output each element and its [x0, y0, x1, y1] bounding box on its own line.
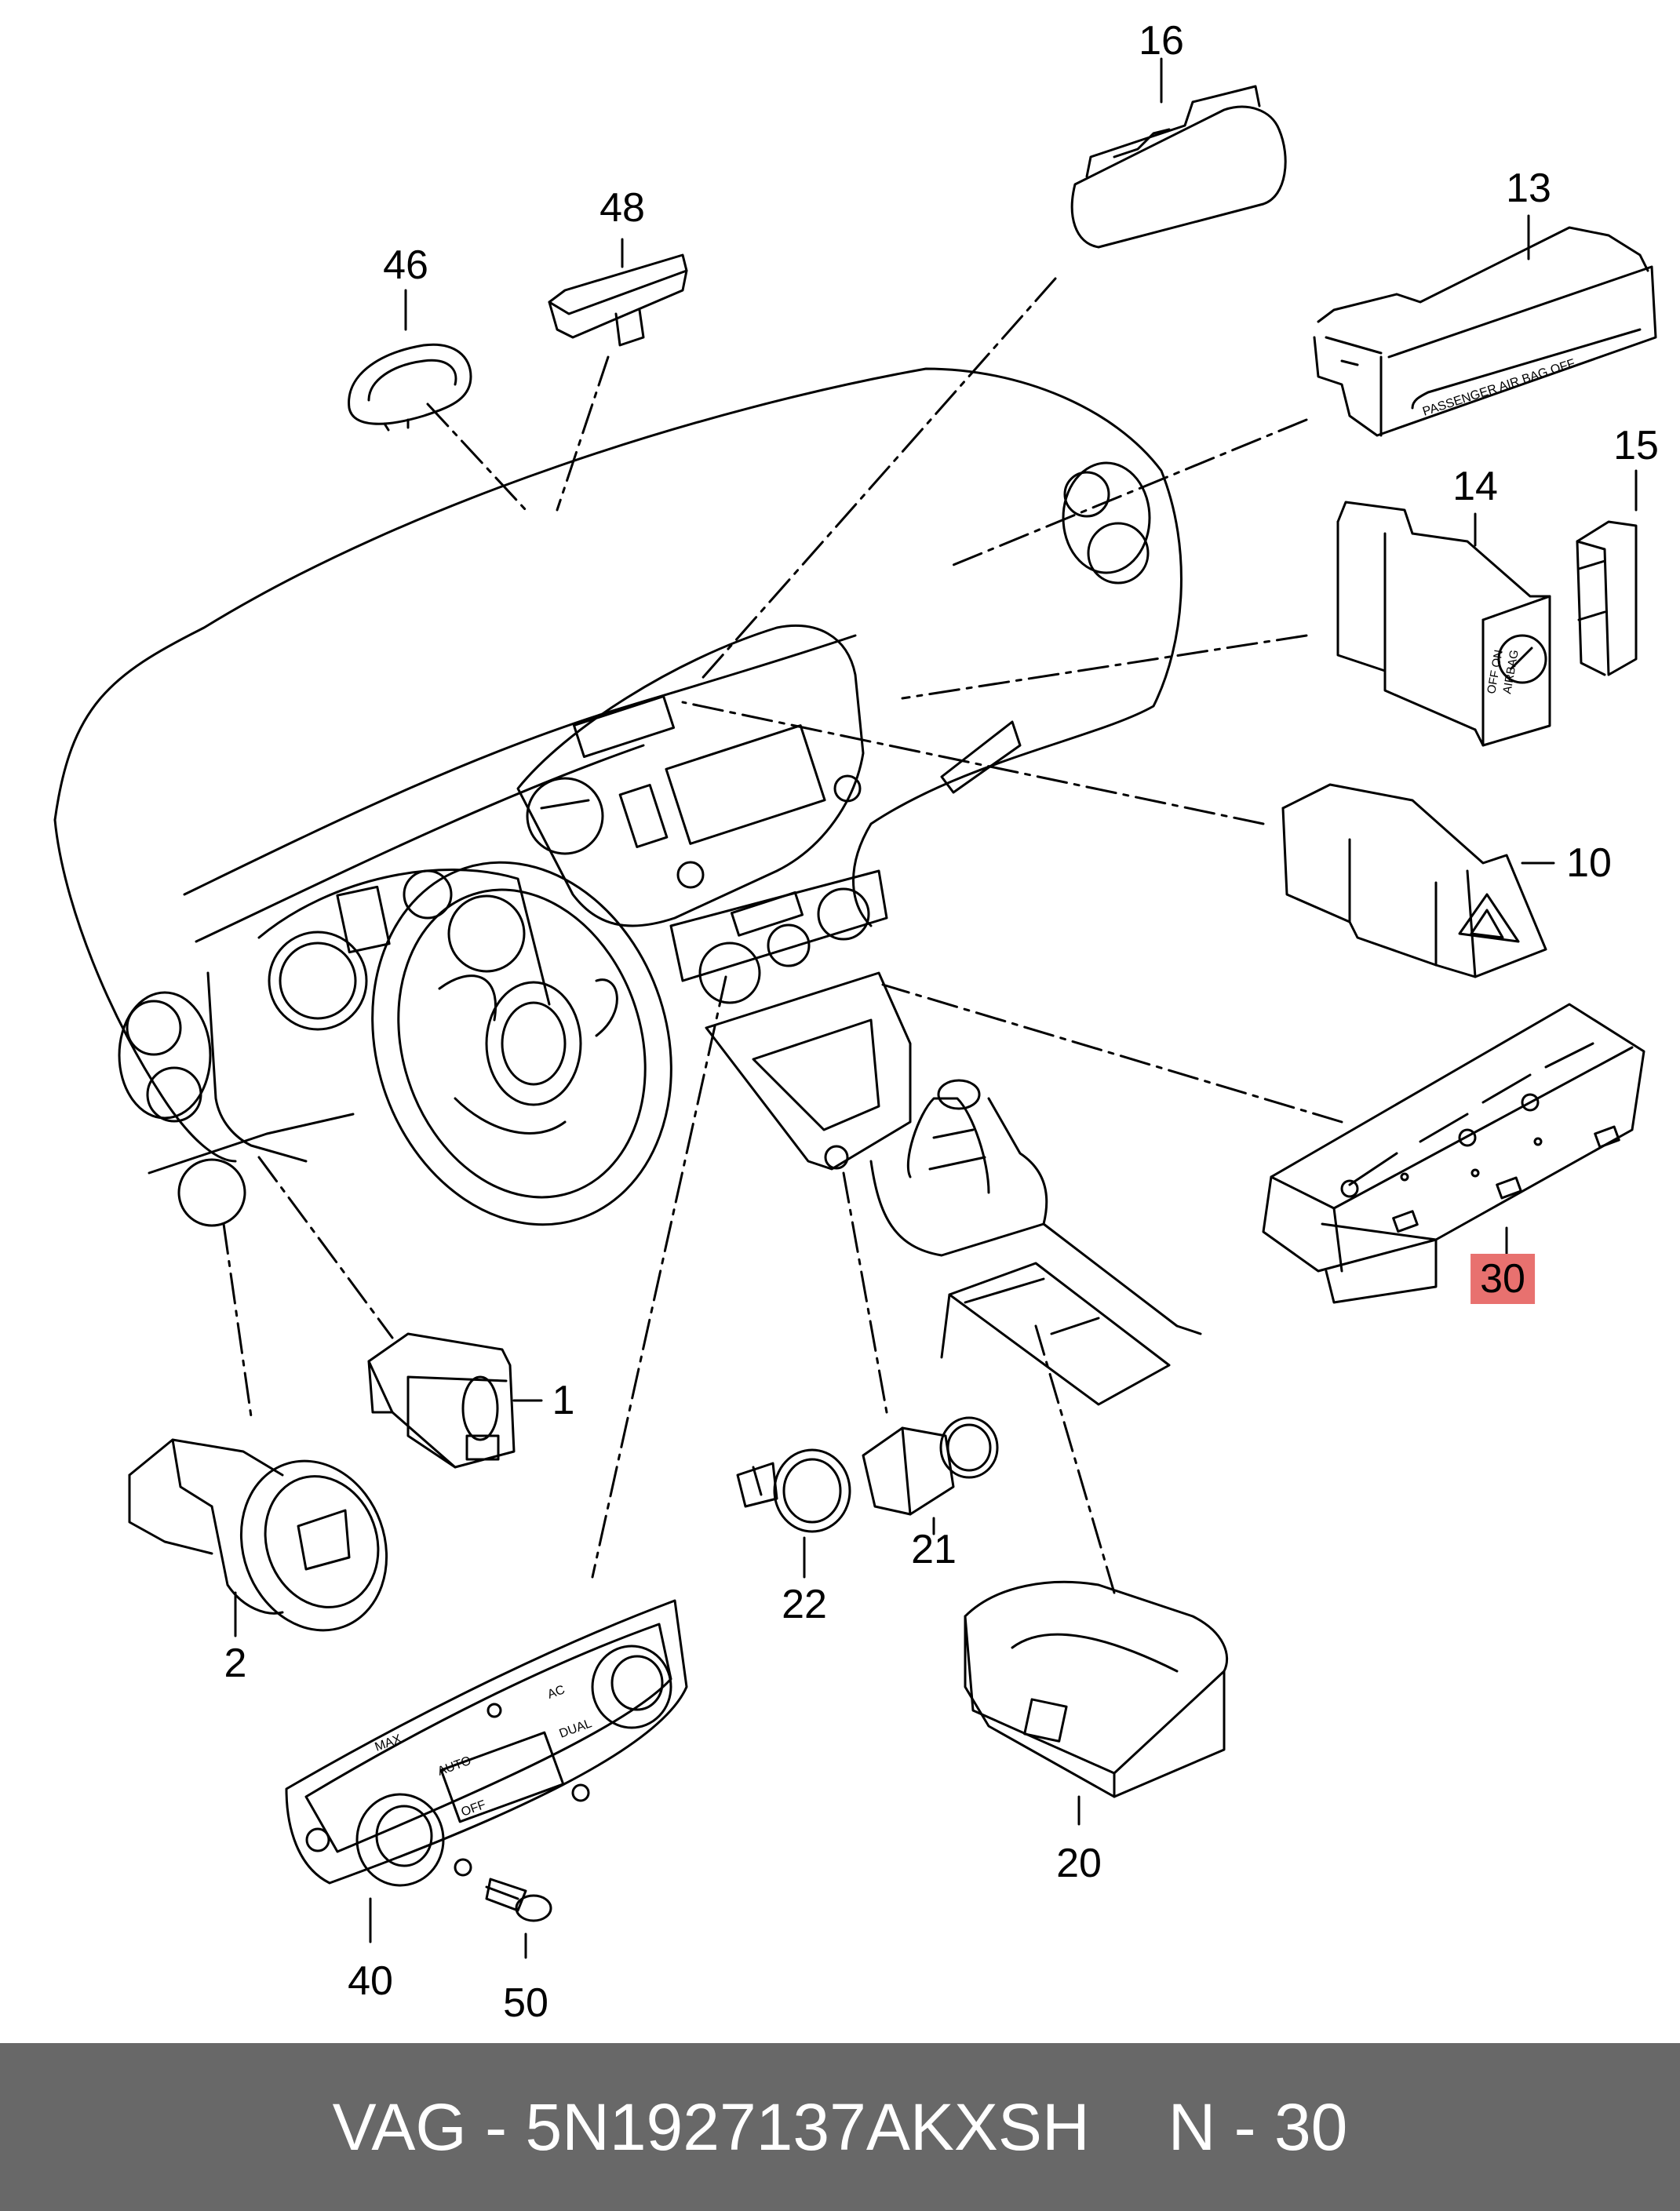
footer-part-number: 5N1927137AKXSH	[525, 2089, 1090, 2164]
footer-brand: VAG	[332, 2089, 467, 2164]
callout-16: 16	[1139, 18, 1184, 64]
part-48	[548, 253, 688, 347]
part-1	[367, 1332, 516, 1469]
part-10	[1281, 783, 1547, 978]
callout-30: 30	[1470, 1254, 1535, 1304]
part-14	[1336, 501, 1551, 747]
callout-ticks	[234, 57, 1638, 1959]
callout-15: 15	[1613, 423, 1659, 468]
climate-text-auto: AUTO	[436, 1754, 473, 1779]
part-2	[128, 1438, 388, 1632]
part-20	[964, 1580, 1229, 1798]
callout-13: 13	[1506, 166, 1551, 211]
dashboard-outline	[53, 367, 1202, 1406]
part-16	[1070, 85, 1287, 249]
climate-text-ac: AC	[546, 1683, 567, 1702]
callout-40: 40	[348, 1958, 393, 2004]
callout-1: 1	[552, 1378, 575, 1423]
footer-separator: -	[485, 2089, 508, 2164]
callout-21: 21	[911, 1527, 957, 1572]
footer-ref-separator: -	[1234, 2089, 1256, 2164]
callout-22: 22	[782, 1582, 827, 1627]
part-15	[1576, 520, 1638, 676]
footer-ref-prefix: N	[1168, 2089, 1216, 2164]
callout-10: 10	[1566, 840, 1612, 886]
callout-48: 48	[599, 185, 645, 231]
callout-46: 46	[383, 242, 428, 288]
diagram-drawing: PASSENGER AIR BAG OFF OFF ON AIRBAG	[53, 57, 1657, 1959]
part-22	[736, 1448, 851, 1533]
part-30	[1262, 1003, 1645, 1304]
part-13	[1313, 226, 1657, 437]
part-40	[285, 1599, 688, 1887]
part-21	[862, 1416, 999, 1516]
leader-lines	[222, 277, 1343, 1594]
footer-ref-number: 30	[1274, 2089, 1348, 2164]
part-46	[348, 343, 472, 432]
callout-20: 20	[1056, 1841, 1102, 1886]
callout-14: 14	[1452, 464, 1498, 509]
part-50	[485, 1878, 552, 1922]
parts-diagram: PASSENGER AIR BAG OFF OFF ON AIRBAG	[53, 18, 1659, 2026]
climate-text-max: MAX	[374, 1732, 404, 1754]
callout-2: 2	[224, 1641, 247, 1686]
part-number-footer: VAG - 5N1927137AKXSH N - 30	[0, 2043, 1680, 2211]
callout-50: 50	[503, 1980, 548, 2026]
